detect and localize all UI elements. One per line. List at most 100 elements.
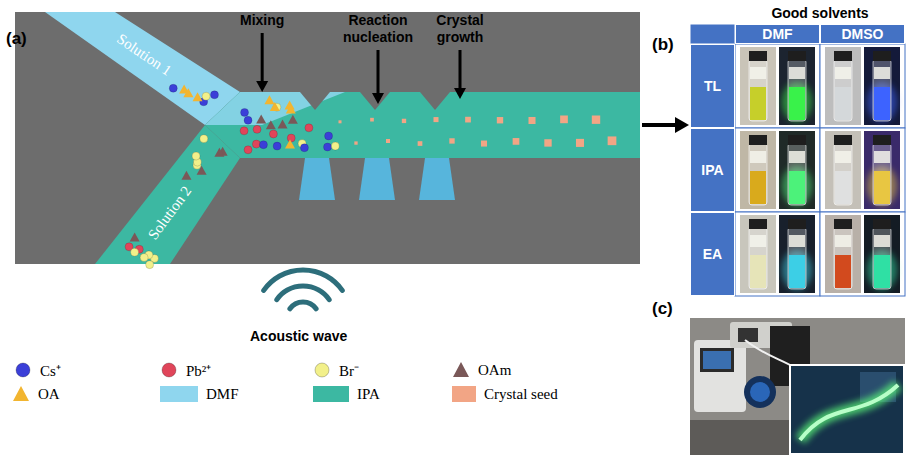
fluorescence-glow	[782, 82, 812, 122]
ligand-particle	[286, 104, 296, 113]
legend-item: Crystal seed	[452, 383, 558, 405]
vial-photo	[825, 47, 861, 125]
legend-text: OA	[38, 386, 60, 403]
table-header-cell: EA	[690, 212, 735, 296]
vial-liquid	[874, 87, 890, 120]
vial-liquid	[835, 87, 851, 120]
crystal-seed	[449, 138, 454, 143]
vial-photo	[779, 47, 815, 125]
table-cell	[820, 212, 905, 296]
vial-glass	[873, 227, 891, 289]
crystal-seed	[402, 119, 406, 123]
photo-background	[864, 131, 900, 209]
glowing-tube	[800, 385, 898, 440]
table-header-cell: IPA	[690, 128, 735, 212]
transducer	[750, 382, 770, 402]
ligand-particle	[183, 88, 193, 97]
glowing-tube	[800, 385, 898, 440]
vial-photo	[740, 47, 776, 125]
fluorescence-glow	[867, 166, 897, 206]
photo-background	[740, 47, 776, 125]
ion-particle	[273, 142, 281, 150]
vial-photos	[740, 47, 900, 293]
vial-sticker	[874, 235, 890, 247]
legend-item: Cs⁺	[14, 359, 61, 381]
stage-label: Mixing	[240, 12, 284, 29]
vial-cap	[788, 51, 806, 61]
pointer-arrow	[459, 50, 462, 90]
ion-particle	[210, 91, 218, 99]
vial-sticker	[750, 151, 766, 163]
ion-particle	[287, 134, 295, 142]
pointer-arrow	[261, 33, 264, 83]
outlet-arrow	[642, 123, 676, 127]
pointer-arrowhead	[454, 88, 466, 99]
vial-sticker	[835, 151, 851, 163]
legend-text: IPA	[357, 386, 380, 403]
dmf-stream	[205, 92, 345, 125]
vial-photo	[825, 131, 861, 209]
pointer-arrowhead	[372, 93, 384, 104]
acoustic-wave-arc	[277, 286, 329, 300]
legend-swatch	[16, 363, 30, 377]
stage-label: Mixing	[240, 12, 284, 29]
legend-text: DMF	[206, 386, 239, 403]
vial-photo	[779, 215, 815, 293]
ion-particle	[244, 116, 252, 124]
vial-cap	[788, 135, 806, 145]
channel-tooth	[420, 92, 450, 110]
channel-label: Solution 2	[145, 183, 195, 243]
pointer-arrow	[377, 50, 380, 95]
ligand-particle	[214, 148, 224, 157]
ion-particle	[244, 146, 252, 154]
panel-letter: (c)	[652, 300, 673, 317]
photo-background	[779, 215, 815, 293]
legend-swatch	[453, 362, 469, 377]
ligand-particle	[285, 140, 295, 149]
cell-text: EA	[703, 246, 722, 262]
legend-swatch-box	[452, 361, 470, 379]
vial-sticker	[789, 151, 805, 163]
panel-letter: (c)	[652, 300, 673, 317]
vial-liquid	[835, 171, 851, 204]
vial-liquid	[750, 255, 766, 288]
vial-photo	[825, 215, 861, 293]
crystal-seed	[481, 141, 487, 147]
ion-particle	[325, 132, 333, 140]
table-cell	[735, 44, 820, 128]
vial-liquid	[835, 255, 851, 288]
wave-label: Acoustic wave	[250, 328, 347, 345]
stage-label: Reaction nucleation	[338, 12, 418, 46]
legend-swatch-box	[313, 385, 349, 403]
ion-particle	[252, 140, 260, 148]
pump-screen	[738, 328, 758, 342]
acoustic-reservoir	[419, 158, 455, 200]
legend-swatch	[452, 386, 476, 402]
vial-cap	[749, 51, 767, 61]
legend-swatch	[313, 386, 349, 402]
fluorescence-glow	[782, 166, 812, 206]
ligand-particle	[288, 115, 298, 124]
ion-particle	[192, 152, 200, 160]
inset-photo	[790, 365, 904, 454]
vial-liquid	[874, 255, 890, 288]
vial-liquid	[750, 171, 766, 204]
vial-sticker	[874, 151, 890, 163]
ion-particle	[259, 141, 267, 149]
outlet-arrowhead	[675, 117, 689, 133]
ion-particle	[240, 127, 248, 135]
panel-letter: (a)	[6, 30, 27, 47]
wave-label: Acoustic wave	[250, 328, 347, 345]
stage-label: Crystal growth	[425, 12, 495, 46]
acoustic-wave-arc	[264, 270, 343, 290]
particle-group	[125, 84, 616, 268]
vial-liquid	[789, 255, 805, 288]
crystal-seed	[528, 117, 535, 124]
photo-background	[825, 131, 861, 209]
vial-cap	[873, 219, 891, 229]
ligand-particle	[266, 120, 276, 129]
ligand-particle	[197, 166, 207, 175]
vial-cap	[834, 51, 852, 61]
legend-text: OAm	[478, 362, 511, 379]
legend-swatch-box	[313, 361, 331, 379]
